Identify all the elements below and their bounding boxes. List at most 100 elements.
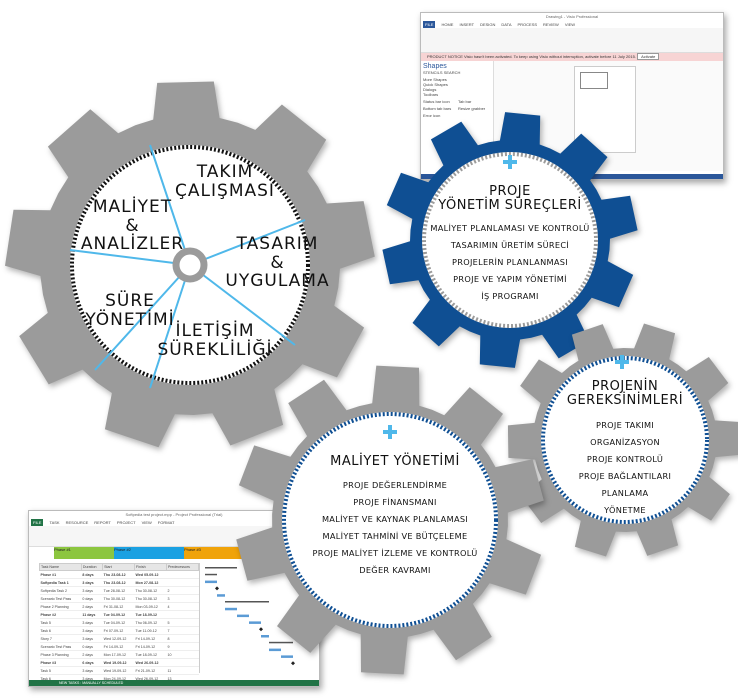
- gantt-milestone: [291, 661, 295, 666]
- table-cell: [166, 658, 199, 667]
- table-cell: Wed 05-09-12: [134, 570, 167, 579]
- table-cell: Fri 14-09-12: [102, 642, 135, 651]
- table-cell: Tue 28-08-12: [102, 586, 135, 595]
- table-cell: Mon 17-09-12: [102, 650, 135, 659]
- ribbon-tab[interactable]: RESOURCE: [65, 520, 89, 525]
- cost-item: MALİYET TAHMİNİ VE BÜTÇELEME: [322, 531, 468, 542]
- gantt-milestone: [215, 586, 219, 591]
- ribbon-tab[interactable]: FORMAT: [157, 520, 175, 525]
- table-cell: Fri 07-09-12: [102, 626, 135, 635]
- activate-button[interactable]: Activate: [637, 53, 660, 60]
- ribbon-tab[interactable]: HOME: [441, 22, 454, 27]
- table-cell: 3: [166, 594, 199, 603]
- gantt-summary-bar: [205, 567, 237, 569]
- stencil-item: Bottom tab bars: [423, 106, 452, 111]
- ribbon-tab[interactable]: REVIEW: [543, 22, 559, 27]
- ribbon-tab[interactable]: VIEW: [564, 22, 576, 27]
- table-cell: Wed 12-09-12: [102, 634, 135, 643]
- table-cell: 7: [166, 626, 199, 635]
- tab-search[interactable]: SEARCH: [443, 70, 461, 75]
- table-cell: Thu 23-08-12: [102, 570, 135, 579]
- table-cell: Phase 2 Planning: [39, 602, 82, 611]
- ribbon-tab[interactable]: VIEW: [141, 520, 152, 525]
- gantt-summary-bar: [205, 573, 217, 576]
- stencil-item: Status bar icon: [423, 99, 450, 104]
- table-cell: Wed 19-09-12: [102, 666, 135, 675]
- table-cell: 2 days: [81, 602, 103, 611]
- gantt-task-bar: [269, 648, 281, 652]
- table-cell: 10: [166, 650, 199, 659]
- table-cell: Task 5: [39, 666, 82, 675]
- timeline-phase: Phase #1: [54, 547, 114, 559]
- spoke-line: [189, 264, 296, 346]
- requirements-gear-face: [541, 356, 709, 524]
- table-cell: Tue 18-09-12: [134, 650, 167, 659]
- ribbon-tab[interactable]: PROCESS: [517, 22, 538, 27]
- table-cell: 9: [166, 642, 199, 651]
- table-cell: 0 days: [81, 594, 103, 603]
- status-bar: NEW TASKS : MANUALLY SCHEDULED: [29, 680, 319, 686]
- ribbon-tab[interactable]: FILE: [31, 519, 44, 526]
- table-cell: Phase #2: [39, 610, 82, 619]
- table-cell: 4: [166, 602, 199, 611]
- process-gear-dotted-ring: [422, 152, 598, 328]
- table-cell: Wed 26-09-12: [134, 658, 167, 667]
- tab-stencils[interactable]: STENCILS: [423, 70, 443, 75]
- window-title: Softpedia test project.mpp - Project Pro…: [125, 512, 223, 517]
- ribbon-tab[interactable]: DESIGN: [480, 22, 496, 27]
- cost-gear: [236, 365, 544, 675]
- ribbon-tab[interactable]: DATA: [501, 22, 512, 27]
- cost-title: MALİYET YÖNETİMİ: [330, 454, 460, 469]
- shapes-category: More Shapes: [423, 77, 447, 82]
- ribbon-tab[interactable]: REPORT: [94, 520, 111, 525]
- gantt-milestone: [259, 627, 263, 632]
- segment-cost: MALİYET& ANALİZLER: [80, 197, 185, 255]
- table-cell: Task 6: [39, 626, 82, 635]
- ribbon-tab[interactable]: TASK: [49, 520, 60, 525]
- table-cell: 3 days: [81, 634, 103, 643]
- hub-icon: [172, 247, 208, 283]
- table-cell: Thu 30-08-12: [134, 594, 167, 603]
- table-cell: 3 days: [81, 578, 103, 587]
- shapes-category: Toolbars: [423, 92, 439, 97]
- ribbon-tab[interactable]: PROJECT: [116, 520, 136, 525]
- table-cell: Mon 27-08-12: [134, 578, 167, 587]
- ribbon-tab[interactable]: FILE: [423, 21, 436, 28]
- gantt-chart: [199, 563, 295, 673]
- column-header[interactable]: Predecessors: [165, 563, 200, 571]
- ribbon: [421, 28, 723, 53]
- table-cell: [166, 610, 199, 619]
- table-cell: Phase #3: [39, 658, 82, 667]
- gantt-task-bar: [249, 621, 261, 624]
- table-cell: 6 days: [81, 658, 103, 667]
- table-cell: [166, 570, 199, 579]
- gantt-task-bar: [281, 655, 293, 658]
- column-header[interactable]: Duration: [80, 563, 104, 571]
- product-notice: PRODUCT NOTICE Visio hasn't been activat…: [421, 53, 723, 61]
- spoke-line: [94, 264, 191, 371]
- spoke-line: [189, 219, 306, 266]
- gantt-task-bar: [225, 607, 237, 611]
- gantt-task-bar: [237, 614, 249, 618]
- cost-gear-dotted-ring: [282, 412, 498, 628]
- cost-item: MALİYET VE KAYNAK PLANLAMASI: [321, 514, 469, 525]
- ribbon-tab[interactable]: INSERT: [459, 22, 475, 27]
- table-cell: Phase #1: [39, 570, 82, 579]
